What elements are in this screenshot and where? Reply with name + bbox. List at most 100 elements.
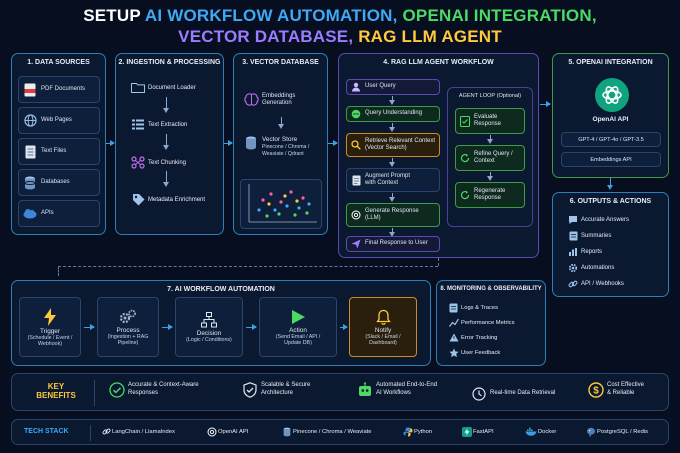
- ingestion-step: Text Chunking: [128, 156, 186, 169]
- title-rag: RAG LLM AGENT: [358, 27, 502, 46]
- rag-step-augment-prompt[interactable]: Augment Prompt with Context: [346, 168, 440, 192]
- api-cloud-icon: [19, 208, 41, 219]
- summary-icon: [565, 231, 581, 241]
- pdf-icon: [19, 83, 41, 97]
- flow-arrow: [106, 140, 115, 146]
- flow-arrow: [540, 101, 551, 107]
- panel-ai-workflow-automation: 7. AI WORKFLOW AUTOMATION Trigger (Sched…: [11, 280, 431, 366]
- panel-rag-agent: 4. RAG LLM AGENT WORKFLOW User Query Que…: [338, 53, 539, 258]
- panel-outputs-actions: 6. OUTPUTS & ACTIONS Accurate Answers Su…: [552, 192, 669, 297]
- rag-step-final-response[interactable]: Final Response to User: [346, 236, 440, 252]
- chat-bubble-icon: [565, 215, 581, 225]
- automation-node-decision[interactable]: Decision (Logic / Conditions): [175, 297, 243, 357]
- panel-title: 1. DATA SOURCES: [27, 59, 90, 66]
- monitoring-item: Error Tracking: [446, 333, 497, 342]
- data-source-item[interactable]: PDF Documents: [18, 76, 100, 103]
- data-source-item[interactable]: Databases: [18, 169, 100, 196]
- rag-step-user-query[interactable]: User Query: [346, 79, 440, 95]
- data-source-item[interactable]: Web Pages: [18, 107, 100, 134]
- postgresql-elephant-icon: [584, 427, 597, 437]
- openai-embeddings-api[interactable]: Embeddings API: [561, 152, 661, 167]
- brain-icon: [240, 93, 262, 107]
- automation-node-process[interactable]: Process (Ingestion + RAG Pipeline): [97, 297, 159, 357]
- trend-icon: [446, 318, 461, 327]
- output-item: Reports: [565, 247, 602, 257]
- panel-title: 8. MONITORING & OBSERVABILITY: [440, 286, 542, 292]
- rag-step-generate-response[interactable]: Generate Response (LLM): [346, 203, 440, 227]
- python-icon: [401, 427, 414, 437]
- openai-logo-icon: [205, 427, 218, 437]
- output-item: Accurate Answers: [565, 215, 629, 225]
- openai-logo-icon: [347, 210, 365, 220]
- ingestion-step: Metadata Enrichment: [128, 193, 205, 206]
- title-openai: OPENAI INTEGRATION,: [402, 6, 597, 25]
- panel-data-sources: 1. DATA SOURCES PDF Documents Web Pages …: [11, 53, 106, 235]
- agent-loop: AGENT LOOP (Optional) Evaluate Response …: [447, 87, 533, 227]
- docker-whale-icon: [524, 427, 538, 436]
- rag-step-query-understanding[interactable]: Query Understanding: [346, 106, 440, 122]
- tech-item: PostgreSQL / Redis: [584, 427, 648, 437]
- data-source-item[interactable]: Text Files: [18, 138, 100, 165]
- data-source-item[interactable]: APIs: [18, 200, 100, 227]
- tech-item: Python: [401, 427, 432, 437]
- dollar-coin-icon: $: [585, 382, 607, 398]
- openai-api-label: OpenAI API: [592, 116, 629, 123]
- openai-logo-icon: [595, 78, 629, 112]
- benefits-label: KEY BENEFITS: [36, 382, 76, 401]
- embeddings-generation: Embeddings Generation: [240, 84, 322, 116]
- benefit-item: Accurate & Context-Aware Responses: [106, 382, 199, 398]
- rag-step-retrieve-context[interactable]: Retrieve Relevant Context (Vector Search…: [346, 133, 440, 157]
- user-icon: [347, 82, 365, 92]
- clock-icon: [468, 387, 490, 401]
- panel-title: 6. OUTPUTS & ACTIONS: [569, 198, 652, 205]
- panel-openai-integration: 5. OPENAI INTEGRATION OpenAI API GPT-4 /…: [552, 53, 669, 178]
- panel-ingestion: 2. INGESTION & PROCESSING Document Loade…: [115, 53, 224, 235]
- benefit-item: $ Cost Effective & Reliable: [585, 382, 644, 398]
- title-setup: SETUP: [83, 6, 141, 25]
- output-item: Summaries: [565, 231, 611, 241]
- text-file-icon: [19, 145, 41, 159]
- checklist-icon: [456, 115, 474, 127]
- automation-node-action[interactable]: Action (Send Email / API / Update DB): [259, 297, 337, 357]
- monitoring-item: Logs & Traces: [446, 303, 498, 313]
- panel-title: 2. INGESTION & PROCESSING: [118, 59, 221, 66]
- panel-title: 4. RAG LLM AGENT WORKFLOW: [383, 59, 494, 66]
- chain-link-icon: [100, 427, 112, 436]
- loop-regenerate-response[interactable]: Regenerate Response: [455, 182, 525, 208]
- ingestion-step: Document Loader: [128, 82, 196, 93]
- chat-icon: [347, 109, 365, 119]
- vector-store: Vector Store Pinecone / Chroma / Weaviat…: [240, 132, 322, 170]
- automation-node-trigger[interactable]: Trigger (Schedule / Event / Webhook): [19, 297, 81, 357]
- loop-refine-query[interactable]: Refine Query / Context: [455, 145, 525, 171]
- tech-item: OpenAI API: [205, 427, 248, 437]
- play-icon: [290, 309, 306, 325]
- folder-icon: [128, 82, 148, 93]
- loop-evaluate-response[interactable]: Evaluate Response: [455, 108, 525, 134]
- robot-icon: [354, 382, 376, 398]
- document-icon: [347, 175, 365, 186]
- fastapi-icon: [460, 427, 473, 437]
- title-vector-db: VECTOR DATABASE,: [178, 27, 354, 46]
- automation-node-notify[interactable]: Notify (Slack / Email / Dashboard): [349, 297, 417, 357]
- panel-vector-database: 3. VECTOR DATABASE Embeddings Generation…: [233, 53, 328, 235]
- title-line-1: SETUP AI WORKFLOW AUTOMATION, OPENAI INT…: [0, 6, 680, 26]
- report-chart-icon: [565, 247, 581, 257]
- scatter-svg: [248, 184, 317, 223]
- tech-item: FastAPI: [460, 427, 494, 437]
- decision-tree-icon: [201, 311, 217, 328]
- flow-arrow: [224, 140, 233, 146]
- shield-check-icon: [239, 382, 261, 398]
- text-lines-icon: [128, 119, 148, 130]
- agent-loop-title: AGENT LOOP (Optional): [458, 93, 522, 99]
- tech-item: Docker: [524, 427, 556, 436]
- vector-scatter-plot: [240, 179, 322, 229]
- ingestion-step: Text Extraction: [128, 119, 187, 130]
- panel-title: 3. VECTOR DATABASE: [242, 59, 319, 66]
- flow-arrow: [607, 185, 613, 190]
- refresh-icon: [456, 153, 474, 163]
- tech-item: LangChain / LlamaIndex: [100, 427, 175, 436]
- output-item: Automations: [565, 263, 614, 273]
- chunk-nodes-icon: [128, 156, 148, 169]
- openai-models[interactable]: GPT-4 / GPT-4o / GPT-3.5: [561, 132, 661, 147]
- panel-title: 5. OPENAI INTEGRATION: [568, 59, 653, 66]
